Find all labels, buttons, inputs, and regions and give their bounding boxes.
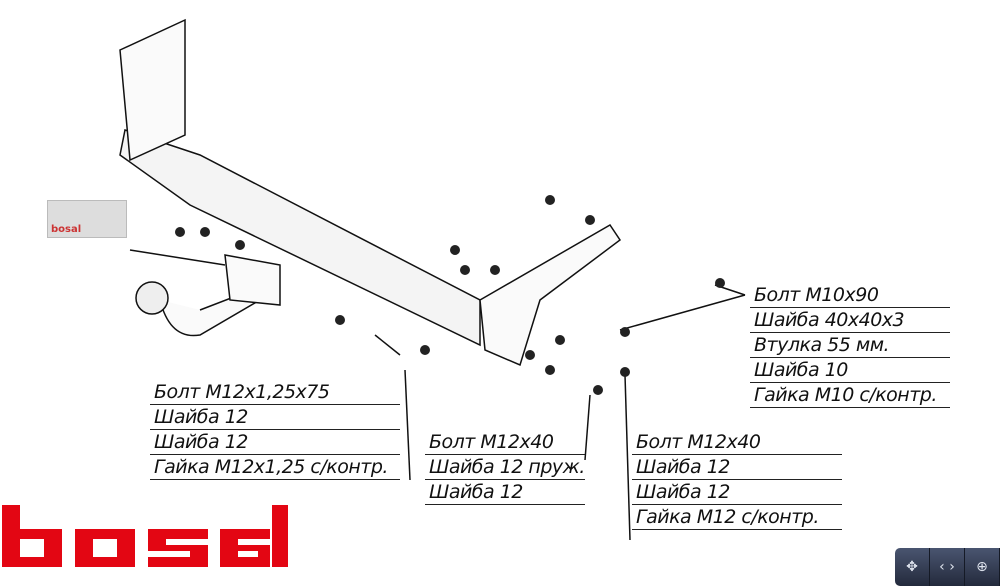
left-bracket [119, 18, 186, 162]
legend-item: Гайка М10 с/контр. [750, 383, 950, 408]
legend-item: Гайка М12 с/контр. [632, 505, 842, 530]
fit-screen-icon[interactable]: ✥ [895, 548, 930, 586]
legend-right-top: Болт М10x90 Шайба 40x40x3 Втулка 55 мм. … [750, 283, 950, 408]
viewer-controls: ✥ ‹ › ⊕ [895, 548, 1000, 586]
zoom-icon[interactable]: ⊕ [965, 548, 1000, 586]
legend-middle: Болт М12x40 Шайба 12 пруж. Шайба 12 [425, 430, 585, 505]
prev-next-icon[interactable]: ‹ › [930, 548, 965, 586]
plate-logo: bosal [51, 224, 82, 235]
legend-item: Болт М12x40 [425, 430, 585, 455]
legend-left: Болт М12x1,25x75 Шайба 12 Шайба 12 Гайка… [150, 380, 400, 480]
legend-item: Шайба 10 [750, 358, 950, 383]
legend-right-bottom: Болт М12x40 Шайба 12 Шайба 12 Гайка М12 … [632, 430, 842, 530]
mount-plate [224, 254, 281, 306]
legend-item: Шайба 12 [150, 405, 400, 430]
legend-item: Шайба 12 [632, 480, 842, 505]
legend-item: Шайба 40x40x3 [750, 308, 950, 333]
legend-item: Втулка 55 мм. [750, 333, 950, 358]
legend-item: Шайба 12 [632, 455, 842, 480]
legend-item: Болт М12x40 [632, 430, 842, 455]
legend-item: Шайба 12 [150, 430, 400, 455]
legend-item: Шайба 12 пруж. [425, 455, 585, 480]
legend-item: Болт М12x1,25x75 [150, 380, 400, 405]
bosal-logo [2, 505, 288, 567]
right-bracket [479, 223, 622, 367]
legend-item: Болт М10x90 [750, 283, 950, 308]
tow-ball [135, 281, 169, 315]
legend-item: Шайба 12 [425, 480, 585, 505]
beam [119, 129, 481, 347]
type-plate: bosal [47, 200, 127, 238]
legend-item: Гайка М12x1,25 с/контр. [150, 455, 400, 480]
